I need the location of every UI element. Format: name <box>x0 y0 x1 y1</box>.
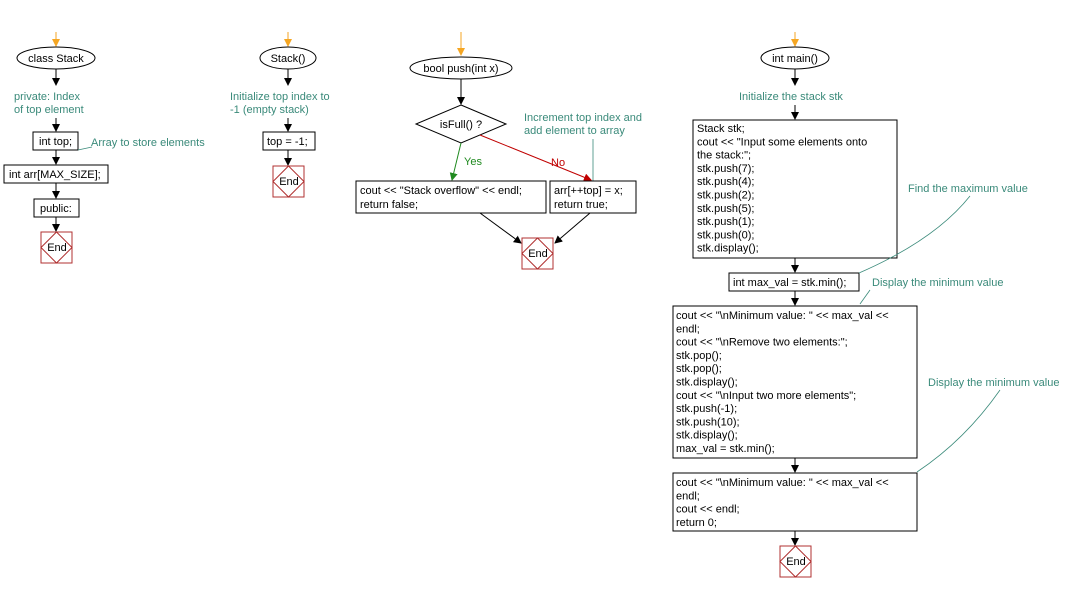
overflow-line-1: cout << "Stack overflow" << endl; <box>360 185 522 197</box>
class-stack-flow: class Stack private: Index of top elemen… <box>3 32 205 264</box>
int-arr-label: int arr[MAX_SIZE]; <box>9 169 101 181</box>
success-box <box>549 180 637 214</box>
constructor-comment-1: Initialize top index to <box>230 91 330 103</box>
code-line: cout << "Input some elements onto <box>697 136 867 148</box>
yes-arrow <box>449 142 462 181</box>
success-line-1: arr[++top] = x; <box>554 185 623 197</box>
constructor-flow: Stack() Initialize top index to -1 (empt… <box>230 32 330 198</box>
max-line-label: int max_val = stk.min(); <box>733 277 846 289</box>
constructor-comment-2: -1 (empty stack) <box>230 104 309 116</box>
code-line: cout << "\nMinimum value: " << max_val <… <box>676 310 889 322</box>
code-line: stk.display(); <box>697 243 759 255</box>
push-flow: bool push(int x) isFull() ? Yes No Incre… <box>355 32 642 270</box>
main-block-3-text: cout << "\nMinimum value: " << max_val <… <box>676 477 889 529</box>
code-line: max_val = stk.min(); <box>676 443 775 455</box>
code-line: stk.push(-1); <box>676 403 737 415</box>
decision-label: isFull() ? <box>440 119 482 131</box>
code-line: stk.push(2); <box>697 190 754 202</box>
code-line: the stack:"; <box>697 150 751 162</box>
main-block-1 <box>692 119 898 259</box>
push-comment-1: Increment top index and <box>524 112 642 124</box>
comment-array: Array to store elements <box>91 137 205 149</box>
code-line: Stack stk; <box>697 123 745 135</box>
code-line: stk.push(5); <box>697 203 754 215</box>
main-end-label: End <box>786 556 806 568</box>
code-line: cout << "\nMinimum value: " << max_val <… <box>676 477 889 489</box>
success-line-2: return true; <box>554 199 608 211</box>
yes-label: Yes <box>464 156 482 168</box>
push-end-label: End <box>528 248 548 260</box>
code-line: stk.push(7); <box>697 163 754 175</box>
main-flow: int main() Initialize the stack stk Stac… <box>672 32 1059 578</box>
max-line-box <box>728 272 860 292</box>
push-start-label: bool push(int x) <box>423 63 498 75</box>
start-label: class Stack <box>28 53 84 65</box>
overflow-box <box>355 180 547 214</box>
code-line: stk.push(10); <box>676 416 740 428</box>
main-block-2 <box>672 305 918 459</box>
main-start-label: int main() <box>772 53 818 65</box>
comment-min-1: Display the minimum value <box>872 277 1003 289</box>
code-line: stk.display(); <box>676 430 738 442</box>
overflow-line-2: return false; <box>360 199 418 211</box>
code-line: cout << "\nRemove two elements:"; <box>676 337 848 349</box>
end-label: End <box>47 242 67 254</box>
code-line: stk.display(); <box>676 377 738 389</box>
comment-max: Find the maximum value <box>908 183 1028 195</box>
code-line: cout << endl; <box>676 504 740 516</box>
no-arrow <box>479 134 592 182</box>
constructor-start-label: Stack() <box>271 53 306 65</box>
code-line: stk.push(4); <box>697 176 754 188</box>
comment-min-2: Display the minimum value <box>928 377 1059 389</box>
push-comment-2: add element to array <box>524 125 625 137</box>
assign-label: top = -1; <box>267 136 308 148</box>
main-block-2-text: cout << "\nMinimum value: " << max_val <… <box>676 310 889 455</box>
main-comment-init: Initialize the stack stk <box>739 91 843 103</box>
comment-private-1: private: Index <box>14 91 81 103</box>
code-line: endl; <box>676 490 700 502</box>
code-line: stk.pop(); <box>676 350 722 362</box>
code-line: cout << "\nInput two more elements"; <box>676 390 856 402</box>
code-line: return 0; <box>676 517 717 529</box>
code-line: stk.push(0); <box>697 229 754 241</box>
main-block-3 <box>672 472 918 532</box>
public-label: public: <box>40 203 72 215</box>
int-top-label: int top; <box>39 136 72 148</box>
code-line: stk.pop(); <box>676 363 722 375</box>
no-label: No <box>551 157 565 169</box>
constructor-end-label: End <box>279 176 299 188</box>
code-line: endl; <box>676 323 700 335</box>
main-block-1-text: Stack stk;cout << "Input some elements o… <box>697 123 867 255</box>
assign-box <box>262 131 316 151</box>
code-line: stk.push(1); <box>697 216 754 228</box>
comment-private-2: of top element <box>14 104 84 116</box>
